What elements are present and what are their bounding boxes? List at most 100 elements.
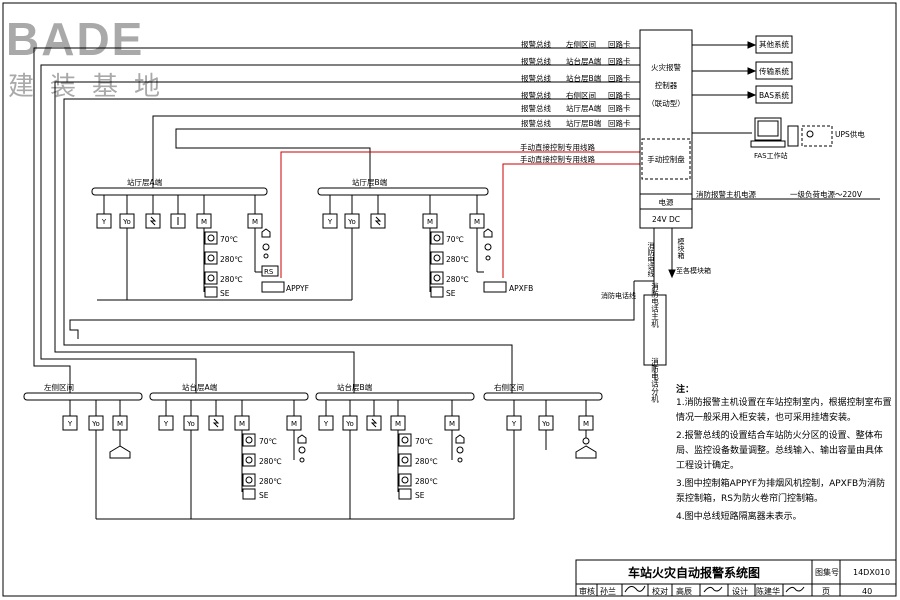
heat-symbol: Yo [347,218,356,226]
heat-detector-icon [88,415,104,431]
note-line: 4.图中总线短路隔离器未表示。 [676,510,802,522]
manual-line-label: 手动直接控制专用线路 [520,154,595,164]
controller-title: 控制器 [655,80,678,90]
se-box-icon [430,286,444,298]
fire-alarm-controller: 火灾报警 控制器 （联动型） 手动控制盘 电源 24V DC [639,29,693,229]
manual-panel-label: 手动控制盘 [647,154,685,164]
hall-a-se: SE [220,289,230,298]
bus-label-card: 回路卡 [608,103,631,113]
transmission-system-box [755,61,793,80]
page-label: 页 [822,587,830,596]
left-section-title: 左侧区间 [44,382,74,392]
vertical-label-phone-a: 消防电话线 [647,241,655,277]
smoke-detector-icon [318,415,334,431]
note-line: 1.消防报警主机设置在车站控制室内，根据控制室布置 [676,396,892,408]
smoke-symbol: Y [323,420,329,428]
other-system-label: 其他系统 [759,39,789,49]
sounder-icon [455,434,465,444]
bus-label-group: 报警总线 左侧区间 回路卡 报警总线 站台层A端 回路卡 报警总线 站台层B端 … [520,39,631,164]
bas-system-box [755,85,793,104]
bus-label-card: 回路卡 [608,90,631,100]
platform-a-temp: 280℃ [259,457,282,466]
reviewer-name: 孙兰 [600,586,616,596]
bus-label-area: 站厅层A端 [566,103,602,113]
strobe-icon [262,243,270,251]
note-line: 局、监控设备数量调整。总线输入、输出容量由具体 [676,444,883,456]
smoke-symbol: Y [67,420,73,428]
valve-icon [299,457,305,463]
controller-title: （联动型） [647,98,685,108]
power-line-left: 消防报警主机电源 [696,189,756,199]
smoke-symbol: Y [163,420,169,428]
platform-b-title: 站台层B端 [337,382,373,392]
power-line-right: 一级负荷电源～220V [790,189,863,199]
smoke-symbol: Y [327,218,333,226]
hall-b-temp: 280℃ [446,275,469,284]
damper-icon [430,271,444,285]
hall-a-temp: 280℃ [220,255,243,264]
bus-label-kind: 报警总线 [521,118,551,128]
voltage-label: 24V DC [652,215,680,224]
module-icon [112,415,128,431]
damper-icon [398,473,412,487]
note-line: 2.报警总线的设置结合车站防火分区的设置、整体布 [676,429,883,441]
heat-detector-icon [538,415,554,431]
apxfb-box [483,281,507,293]
hall-a-rs: RS [264,268,274,276]
phone-line-a-label: 消防电话线 [647,241,655,277]
hall-a-title: 站厅层A端 [127,177,163,187]
title-block [575,559,897,597]
pump-icon [582,437,590,445]
damper-icon [204,231,218,245]
design-label: 设计 [732,586,748,596]
module-symbol: M [239,420,245,428]
platform-a-temp: 70℃ [259,437,277,446]
hall-b-group: 站厅层B端 Y Yo M M 70℃ 28 [317,177,533,298]
logo: BADE 建装基地 [6,13,160,102]
heat-symbol: Yo [122,218,131,226]
platform-b-se: SE [415,491,425,500]
bus-label-area: 站台层A端 [566,56,602,66]
check-label: 校对 [652,586,668,596]
strobe-icon [298,446,306,454]
heat-symbol: Yo [186,420,195,428]
platform-a-group: 站台层A端 Y Yo M M 70℃ 28 [149,382,309,519]
note-line: 情况一般采用入柜安装，也可采用挂墙安装。 [676,411,856,423]
platform-b-temp: 280℃ [415,477,438,486]
module-icon [578,415,594,431]
smoke-symbol: Y [511,420,517,428]
platform-a-se: SE [259,491,269,500]
smoke-detector-icon [506,415,522,431]
hall-b-device: APXFB [509,284,533,293]
bus-label-kind: 报警总线 [521,90,551,100]
ups-label: UPS供电 [835,129,865,139]
damper-icon [398,453,412,467]
hall-a-group: 站厅层A端 Y Yo M M [91,177,353,301]
transmission-system-label: 传输系统 [759,66,789,76]
heat-detector-icon [342,415,358,431]
damper-icon [398,433,412,447]
hall-a-temp: 70℃ [220,235,238,244]
damper-icon [430,231,444,245]
sounder-icon [483,228,493,238]
alarm-bus-lines [33,47,640,393]
module-icon [469,213,485,229]
ups-icon [801,125,833,147]
module-icon [247,213,263,229]
drawing-title: 车站火灾自动报警系统图 [628,565,760,580]
notes-heading: 注： [676,383,694,395]
checker-name: 高辰 [676,586,692,596]
bus-label-card: 回路卡 [608,118,631,128]
appyf-box [261,281,285,293]
page-number: 40 [862,587,872,596]
module-icon [390,415,406,431]
note-line: 泵控制箱，RS为防火卷帘门控制箱。 [676,492,823,504]
bas-system-label: BAS系统 [759,90,790,100]
damper-icon [242,453,256,467]
bus-label-area: 站台层B端 [566,73,602,83]
note-line: 3.图中控制箱APPYF为排烟风机控制，APXFB为消防 [676,477,885,489]
phone-lines [634,228,676,295]
bus-label-kind: 报警总线 [521,73,551,83]
bus-label-area: 左侧区间 [566,39,596,49]
